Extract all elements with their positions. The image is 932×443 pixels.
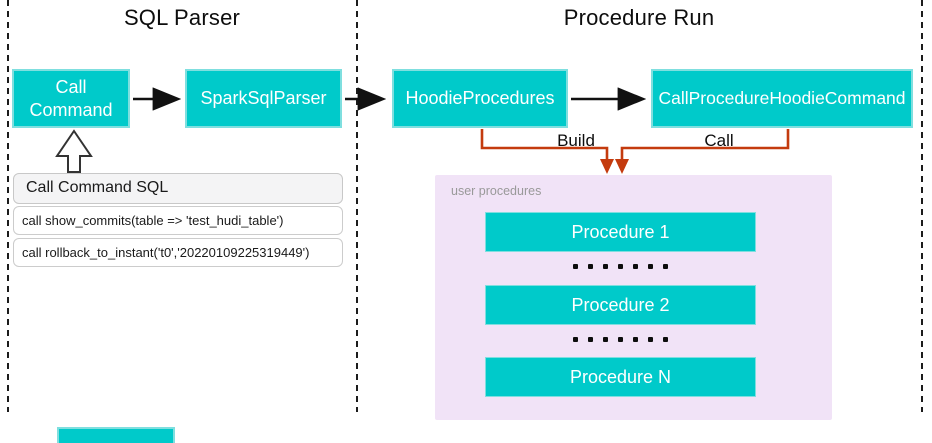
node-hoodie-procedures: HoodieProcedures — [392, 69, 568, 128]
sql-panel-header: Call Command SQL — [13, 173, 343, 204]
sql-panel: Call Command SQL call show_commits(table… — [13, 173, 343, 270]
procedure-1-box: Procedure 1 — [485, 212, 756, 252]
sql-parser-title: SQL Parser — [123, 5, 241, 30]
procedure-run-title: Procedure Run — [563, 5, 715, 30]
user-procedures-label: user procedures — [451, 184, 542, 198]
section-divider-line — [356, 0, 358, 412]
build-label: Build — [557, 131, 595, 150]
procedure-n-box: Procedure N — [485, 357, 756, 397]
user-procedures-container: user procedures Procedure 1 Procedure 2 … — [435, 175, 832, 420]
ellipsis-dots — [485, 337, 756, 342]
left-boundary-line — [7, 0, 9, 412]
right-boundary-line — [921, 0, 923, 412]
build-arrowhead-icon — [600, 159, 614, 174]
sql-row-rollback: call rollback_to_instant('t0','202201092… — [13, 238, 343, 267]
call-arrowhead-icon — [615, 159, 629, 174]
node-spark-sql-parser: SparkSqlParser — [185, 69, 342, 128]
node-call-command: Call Command — [12, 69, 130, 128]
sql-row-show-commits: call show_commits(table => 'test_hudi_ta… — [13, 206, 343, 235]
call-label: Call — [704, 131, 734, 150]
cropped-node-fragment — [57, 427, 175, 443]
procedure-2-box: Procedure 2 — [485, 285, 756, 325]
node-call-procedure-hoodie-command: CallProcedureHoodieCommand — [651, 69, 913, 128]
hollow-up-arrow-icon — [55, 129, 93, 173]
ellipsis-dots — [485, 264, 756, 269]
